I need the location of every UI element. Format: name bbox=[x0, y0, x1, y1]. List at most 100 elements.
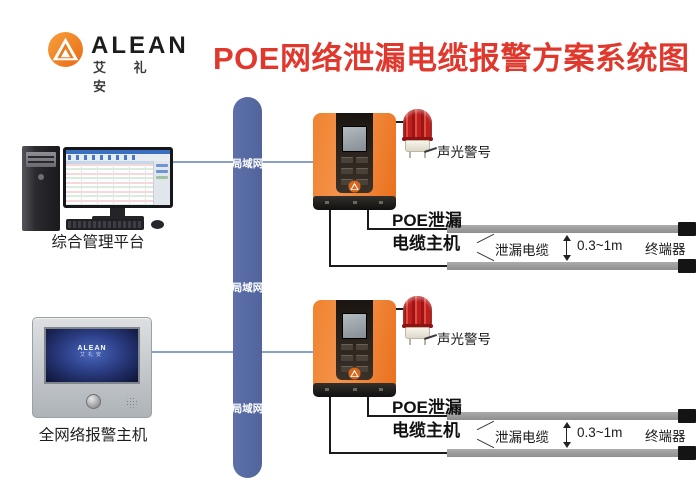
cable-wire bbox=[367, 395, 369, 417]
app-table-header bbox=[66, 161, 153, 164]
keypad-key bbox=[356, 157, 368, 163]
connector bbox=[379, 388, 383, 391]
leaky-cable-top bbox=[447, 412, 678, 420]
alarm-beacon-icon bbox=[402, 109, 434, 158]
management-platform-label: 综合管理平台 bbox=[51, 234, 145, 251]
beacon-pointer-line bbox=[424, 334, 437, 340]
keypad-key bbox=[341, 157, 353, 163]
poe-host-device bbox=[313, 300, 396, 397]
pc-tower-drive-bay bbox=[26, 152, 56, 167]
pc-tower-slot bbox=[28, 161, 54, 163]
poe-host-label-line1: POE泄漏 bbox=[392, 211, 462, 230]
connector bbox=[379, 201, 383, 204]
app-titlebar bbox=[66, 150, 170, 154]
brand-name-cn: 艾 礼 安 bbox=[93, 60, 159, 94]
alean-logo: ALEAN 艾 礼 安 bbox=[47, 30, 197, 94]
terminator-block bbox=[678, 259, 696, 273]
leaky-cable-bottom bbox=[447, 449, 678, 457]
lan-label-1: 局域网 bbox=[231, 158, 264, 170]
monitor-stand-neck bbox=[110, 208, 125, 218]
pc-power-button-icon bbox=[38, 174, 44, 180]
leaky-cable-label: 泄漏电缆 bbox=[495, 430, 549, 445]
connector bbox=[353, 388, 357, 391]
alarm-host-screen-logo: ALEAN 艾礼安 bbox=[46, 345, 138, 358]
lan-label-2: 局域网 bbox=[231, 282, 264, 294]
beacon-label: 声光警号 bbox=[437, 145, 491, 160]
lan-link-line-bottom bbox=[150, 351, 314, 353]
lan-backbone bbox=[233, 97, 262, 478]
poe-host-label: POE泄漏 电缆主机 bbox=[392, 396, 462, 442]
connector bbox=[353, 201, 357, 204]
cable-pointer-line bbox=[476, 438, 495, 449]
poe-host-label-line1: POE泄漏 bbox=[392, 398, 462, 417]
cable-spacing-label: 0.3~1m bbox=[577, 238, 623, 253]
cable-pointer-line bbox=[476, 251, 495, 262]
app-toolbar-icons bbox=[68, 155, 140, 160]
poe-host-label-line2: 电缆主机 bbox=[392, 421, 460, 440]
terminator-label: 终端器 bbox=[645, 429, 686, 444]
beacon-label: 声光警号 bbox=[437, 332, 491, 347]
cable-wire bbox=[329, 452, 448, 454]
keypad-key bbox=[356, 168, 368, 174]
leaky-cable-top bbox=[447, 225, 678, 233]
beacon-base bbox=[405, 327, 430, 339]
poe-host-lcd-screen bbox=[342, 126, 367, 152]
network-alarm-host-label: 全网络报警主机 bbox=[38, 427, 148, 444]
beacon-flange bbox=[402, 324, 433, 328]
keypad-key bbox=[356, 344, 368, 350]
keypad-key bbox=[356, 355, 368, 361]
poe-host-keypad bbox=[341, 157, 368, 187]
beacon-flange bbox=[402, 137, 433, 141]
keypad-key bbox=[356, 366, 368, 372]
beacon-wire bbox=[395, 308, 404, 310]
cable-wire bbox=[367, 228, 448, 230]
beacon-leg bbox=[424, 152, 426, 158]
cable-wire bbox=[367, 208, 369, 230]
beacon-dome bbox=[403, 296, 432, 326]
connector bbox=[325, 388, 329, 391]
app-panel-button bbox=[156, 176, 168, 179]
screen-brand: ALEAN bbox=[77, 345, 107, 352]
terminator-block bbox=[678, 409, 696, 423]
cable-wire bbox=[367, 415, 448, 417]
cable-wire bbox=[329, 265, 448, 267]
poe-host-front-panel bbox=[336, 113, 373, 193]
cable-wire bbox=[329, 395, 331, 454]
beacon-leg bbox=[409, 152, 411, 158]
beacon-wire bbox=[395, 121, 404, 123]
keypad-key bbox=[356, 179, 368, 185]
keypad-key bbox=[341, 366, 353, 372]
pc-tower-slot bbox=[28, 156, 54, 158]
alarm-host-button-icon bbox=[86, 394, 101, 409]
app-side-panel bbox=[153, 161, 170, 205]
keypad-key bbox=[341, 168, 353, 174]
keyboard bbox=[66, 219, 144, 230]
spacing-arrow-icon bbox=[562, 422, 571, 448]
keypad-key bbox=[341, 179, 353, 185]
cable-pointer-line bbox=[476, 233, 495, 244]
poe-host-keypad bbox=[341, 344, 368, 374]
beacon-dome bbox=[403, 109, 432, 139]
alarm-beacon-icon bbox=[402, 296, 434, 345]
beacon-base bbox=[405, 140, 430, 152]
beacon-leg bbox=[409, 339, 411, 345]
poe-host-connector-strip bbox=[313, 383, 396, 397]
app-toolbar bbox=[66, 154, 170, 161]
poe-host-label: POE泄漏 电缆主机 bbox=[392, 209, 462, 255]
app-panel-button bbox=[156, 164, 168, 167]
connector bbox=[325, 201, 329, 204]
speaker-grille-icon bbox=[126, 397, 137, 408]
poe-host-device bbox=[313, 113, 396, 210]
poe-host-connector-strip bbox=[313, 196, 396, 210]
alean-logo-icon bbox=[348, 367, 361, 380]
alean-logo-icon bbox=[348, 180, 361, 193]
leaky-cable-bottom bbox=[447, 262, 678, 270]
app-event-table bbox=[66, 164, 153, 205]
app-panel-button bbox=[156, 170, 168, 173]
page-title: POE网络泄漏电缆报警方案系统图 bbox=[213, 41, 690, 76]
poe-host-front-panel bbox=[336, 300, 373, 380]
poe-host-label-line2: 电缆主机 bbox=[392, 234, 460, 253]
management-software-screen bbox=[66, 150, 170, 205]
cable-pointer-line bbox=[476, 420, 495, 431]
